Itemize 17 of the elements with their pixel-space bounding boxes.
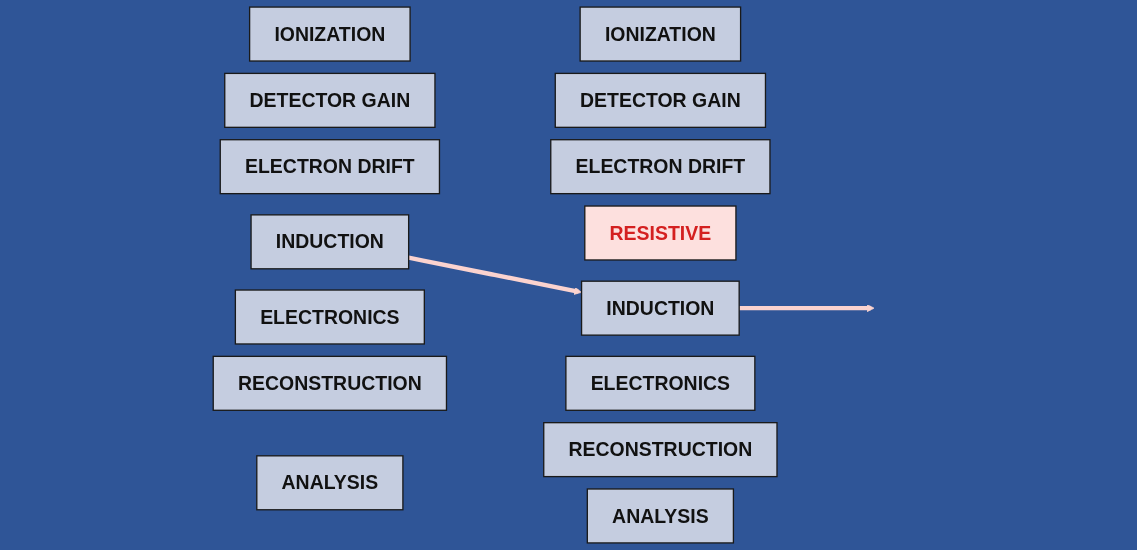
node-box: DETECTOR GAIN <box>554 72 767 128</box>
node-box: ELECTRON DRIFT <box>550 139 771 195</box>
arrow <box>739 304 875 313</box>
node-box: INDUCTION <box>250 214 410 270</box>
node-box: IONIZATION <box>248 6 411 62</box>
node-box: IONIZATION <box>579 6 742 62</box>
node-box: RECONSTRUCTION <box>543 422 778 478</box>
node-box: DETECTOR GAIN <box>224 72 436 128</box>
node-box: RECONSTRUCTION <box>212 355 448 411</box>
node-box: INDUCTION <box>580 280 740 336</box>
node-box: ANALYSIS <box>586 488 735 544</box>
node-box: ELECTRONICS <box>565 355 756 411</box>
node-box: ELECTRON DRIFT <box>219 139 441 195</box>
node-box: RESISTIVE <box>584 205 737 261</box>
node-box: ANALYSIS <box>256 455 404 511</box>
arrow <box>408 255 582 295</box>
node-box: ELECTRONICS <box>234 289 425 345</box>
